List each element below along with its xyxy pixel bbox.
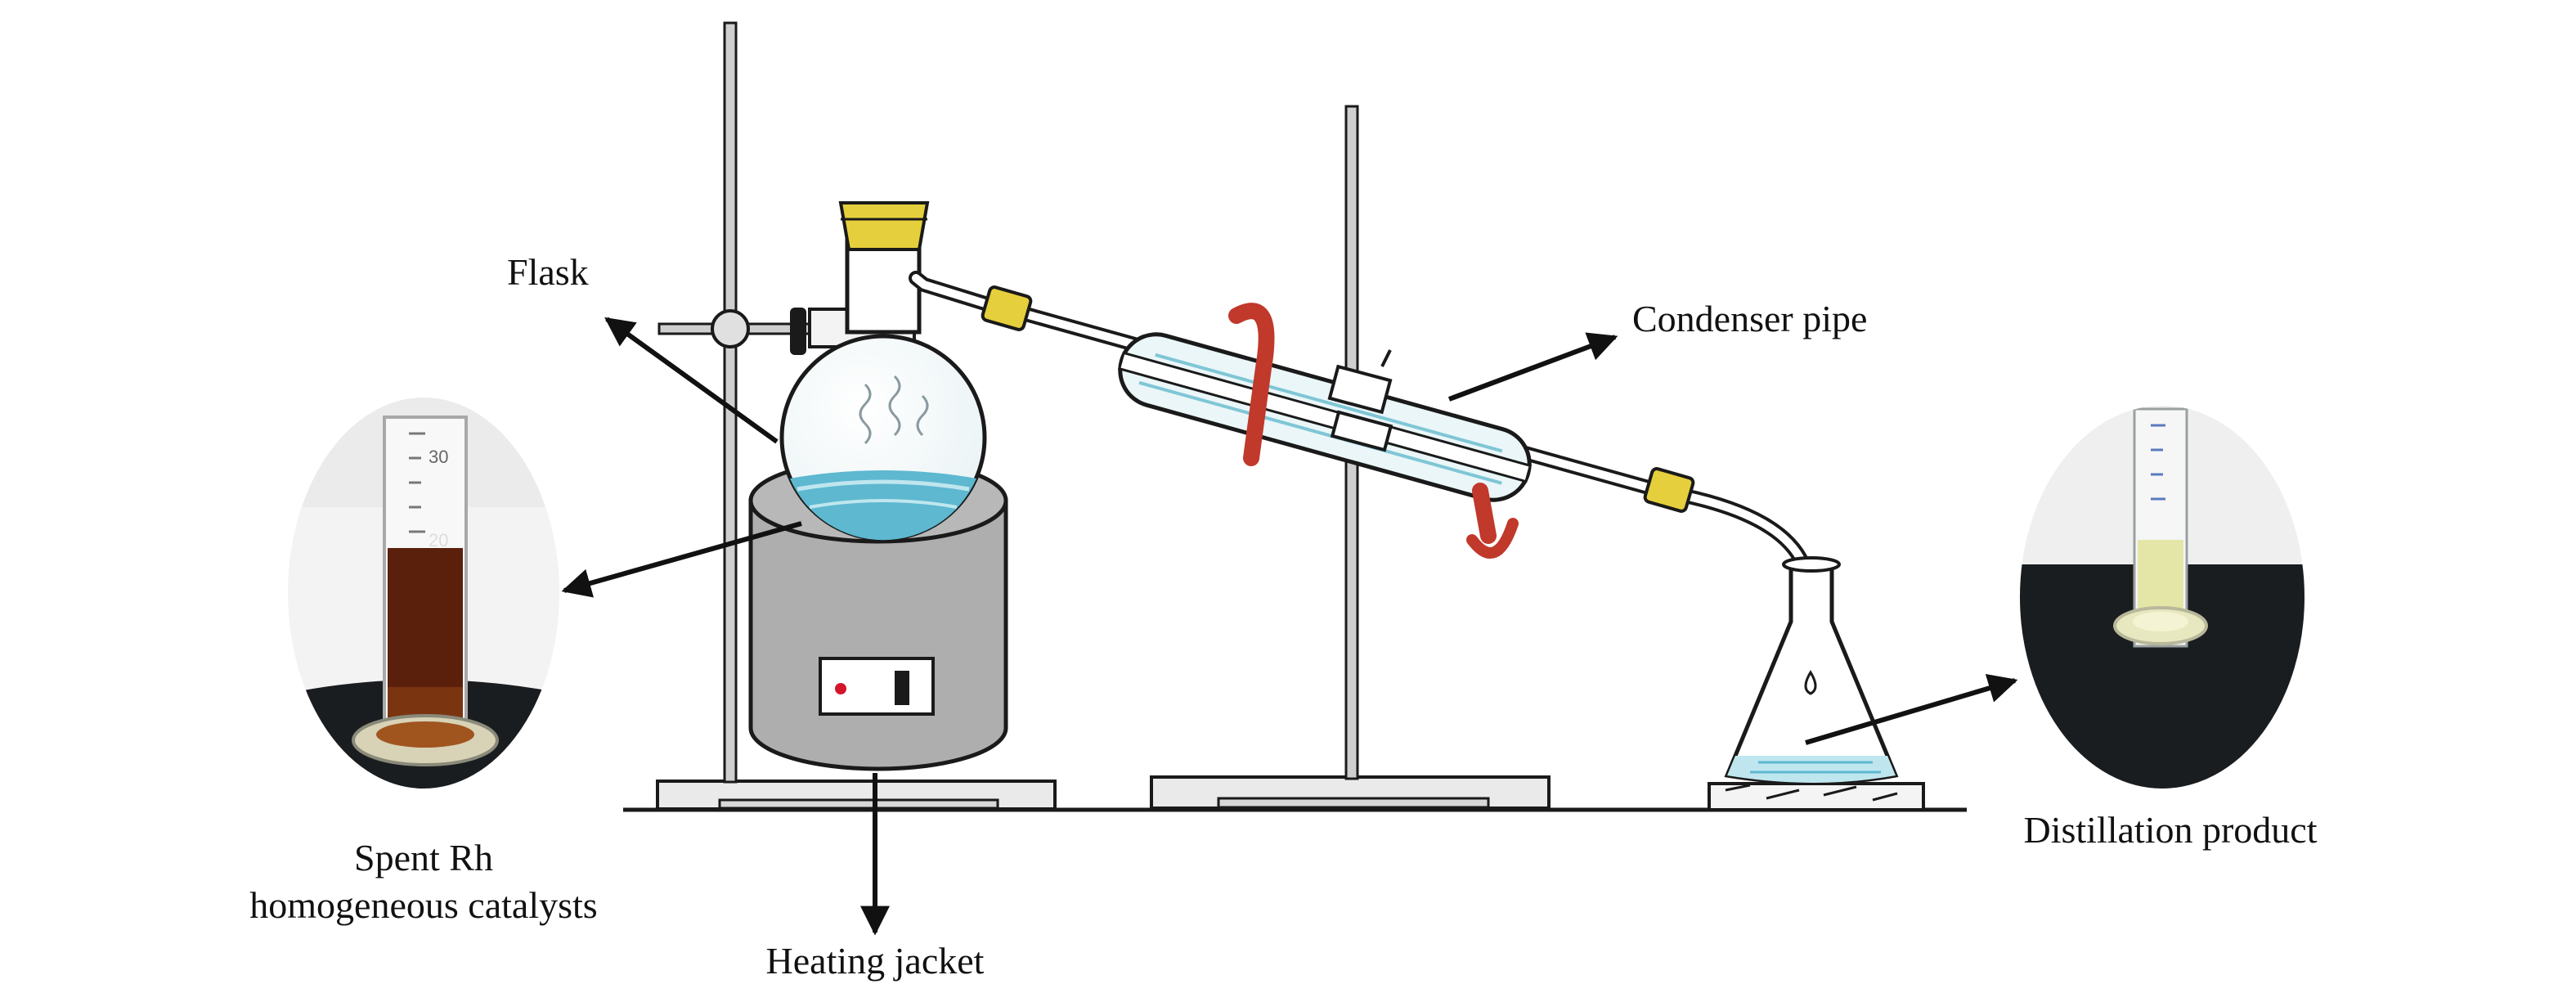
label-spent-rh-line2: homogeneous catalysts <box>249 884 597 926</box>
distillation-product-photo <box>2018 404 2306 790</box>
arrow-distillation <box>1805 673 2018 745</box>
collected-distillate <box>1727 756 1896 783</box>
arrow-flask <box>604 317 779 444</box>
flask-stopper <box>838 201 930 251</box>
indicator-light <box>835 683 846 694</box>
droplet <box>1804 670 1817 695</box>
label-flask: Flask <box>507 251 589 293</box>
flask-liquid <box>790 470 976 541</box>
spent-catalyst-photo: 30 20 <box>286 396 561 790</box>
cylinder-mark-20: 20 <box>429 530 448 550</box>
arrow-spent-catalyst <box>561 521 802 598</box>
arrow-condenser <box>1447 332 1618 402</box>
left-retort-stand <box>656 21 1057 811</box>
power-switch <box>895 671 909 705</box>
round-bottom-flask <box>779 201 987 541</box>
label-distillation-product: Distillation product <box>2023 809 2317 851</box>
cylinder-mark-30: 30 <box>429 447 448 467</box>
pointer-arrows <box>561 317 2018 936</box>
label-condenser-pipe: Condenser pipe <box>1632 298 1867 339</box>
label-spent-rh-line1: Spent Rh <box>354 837 493 878</box>
condenser <box>1117 303 1533 559</box>
label-heating-jacket: Heating jacket <box>766 940 985 982</box>
erlenmeyer-flask <box>1708 556 1925 811</box>
